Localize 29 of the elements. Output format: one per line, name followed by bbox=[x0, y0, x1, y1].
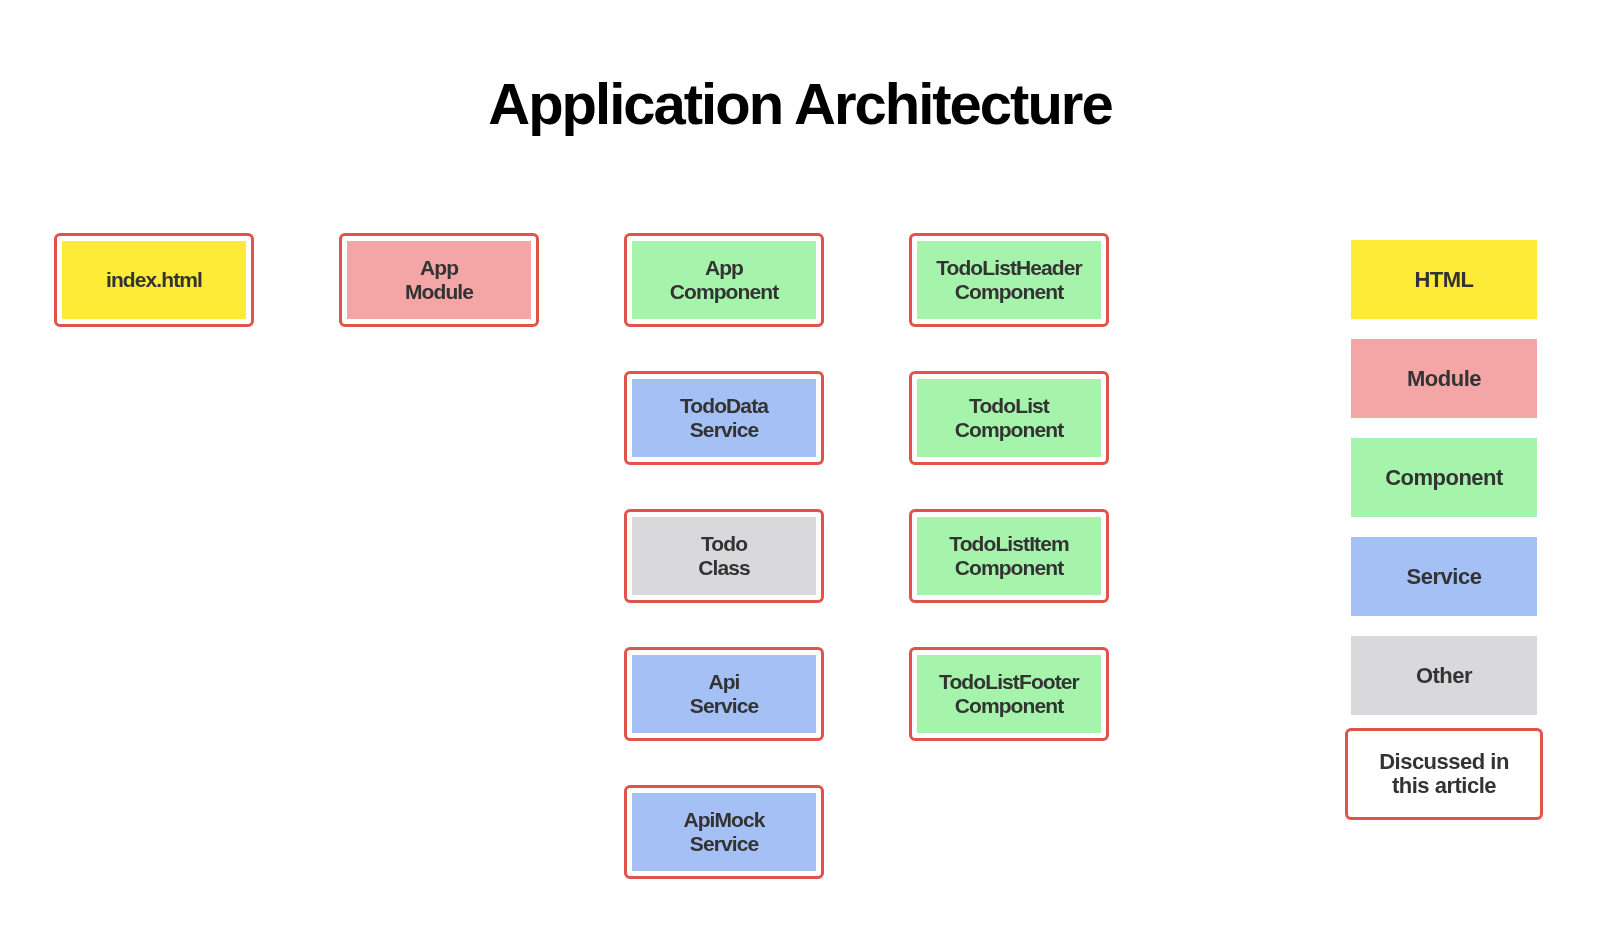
box-label: index.html bbox=[106, 268, 202, 292]
component-box bbox=[624, 233, 824, 327]
component-box bbox=[54, 233, 254, 327]
box-label: TodoListHeader Component bbox=[936, 256, 1082, 304]
component-box bbox=[909, 509, 1109, 603]
component-box bbox=[909, 371, 1109, 465]
diagram-title: Application Architecture bbox=[487, 70, 1113, 137]
component-box bbox=[624, 509, 824, 603]
component-box bbox=[624, 647, 824, 741]
box-label: TodoData Service bbox=[679, 394, 769, 442]
legend-text: Module bbox=[1407, 366, 1481, 391]
legend-text: Other bbox=[1415, 663, 1473, 688]
component-box bbox=[339, 233, 539, 327]
box-label: TodoList Component bbox=[954, 394, 1064, 442]
box-label: Todo Class bbox=[698, 532, 750, 580]
legend-text: HTML bbox=[1414, 267, 1474, 292]
box-label: ApiMock Service bbox=[683, 808, 765, 856]
component-box bbox=[624, 371, 824, 465]
box-label: App Component bbox=[669, 256, 779, 304]
box-label: App Module bbox=[404, 256, 474, 304]
legend-text: Service bbox=[1406, 564, 1482, 589]
box-label: TodoListFooter Component bbox=[939, 670, 1079, 718]
component-box bbox=[909, 647, 1109, 741]
box-label: Api Service bbox=[689, 670, 759, 718]
legend-text: Component bbox=[1385, 465, 1503, 490]
component-box bbox=[624, 785, 824, 879]
box-label: TodoListItem Component bbox=[949, 532, 1069, 580]
component-box bbox=[909, 233, 1109, 327]
legend-text: Discussed in this article bbox=[1379, 750, 1509, 798]
